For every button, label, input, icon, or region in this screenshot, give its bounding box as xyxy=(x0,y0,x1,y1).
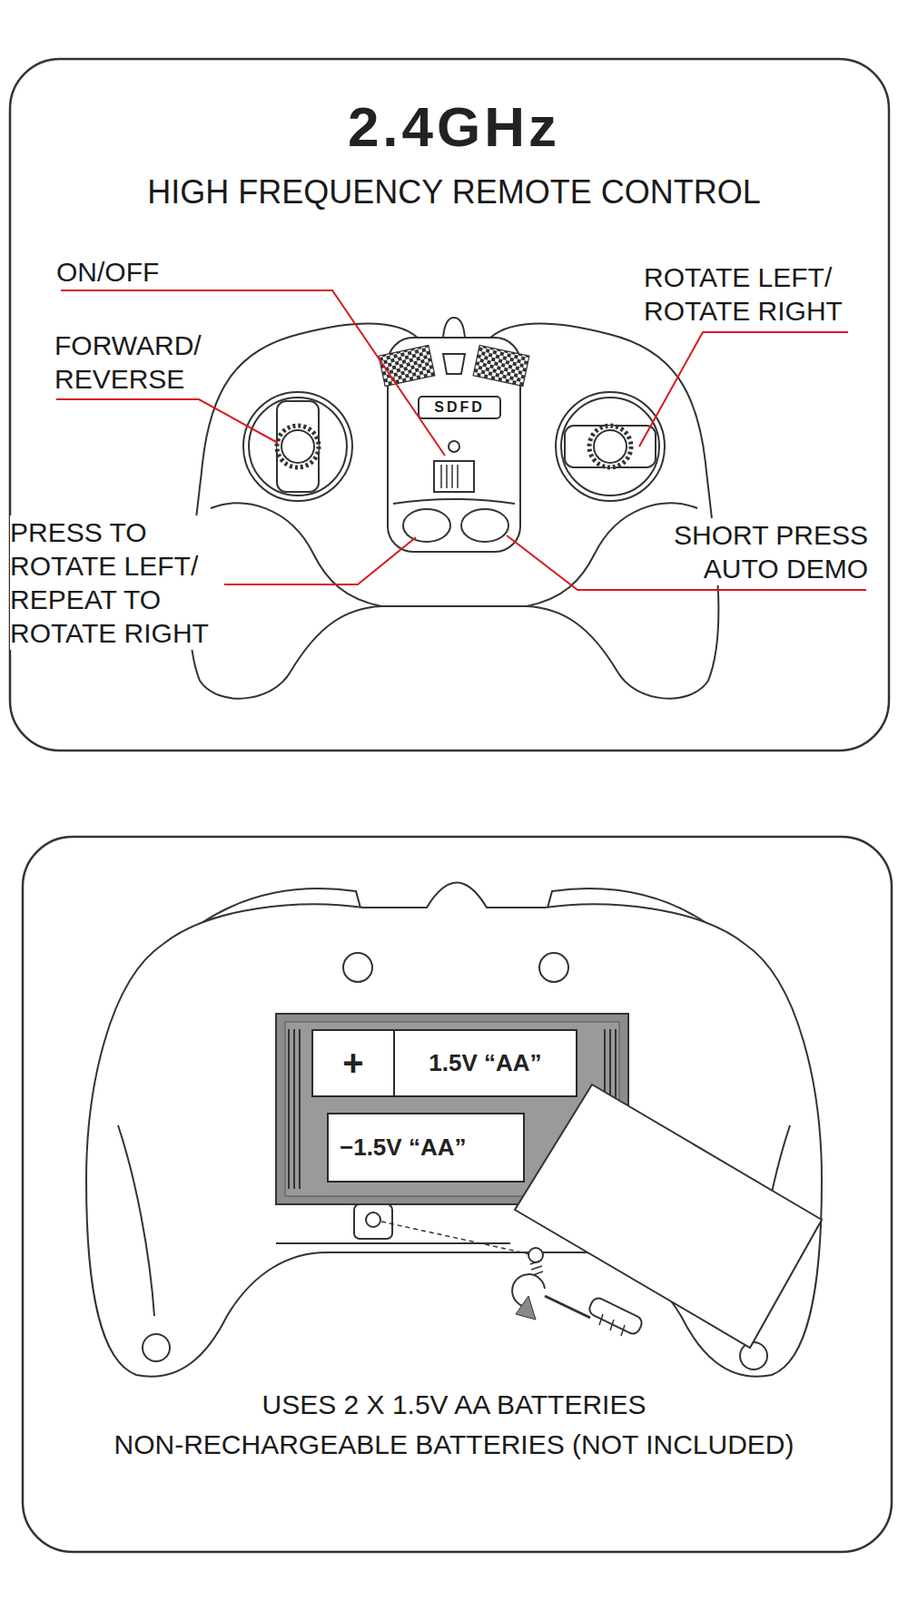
part-label: ROTATE LEFT/ ROTATE RIGHT xyxy=(643,260,862,328)
battery-note: USES 2 X 1.5V AA BATTERIES xyxy=(256,1387,652,1424)
flag xyxy=(473,345,530,387)
part-label: SHORT PRESS AUTO DEMO xyxy=(653,518,869,586)
spring-stroke xyxy=(287,1029,290,1190)
bottom-panel xyxy=(22,837,892,1553)
battery-label: 1.5V “AA” xyxy=(394,1031,576,1096)
screwdriver-grip xyxy=(599,1314,625,1337)
screw-tab-hole xyxy=(365,1213,381,1228)
screwdriver-shaft xyxy=(544,1296,591,1319)
screw-hole xyxy=(539,953,569,983)
power-led xyxy=(448,441,460,453)
button-well xyxy=(393,499,515,504)
brand-logo: SDFD xyxy=(418,397,501,418)
screw-hole xyxy=(343,953,373,983)
battery-lid xyxy=(514,1085,822,1349)
spring-stroke xyxy=(293,1029,296,1190)
right-stick-ring xyxy=(561,397,660,496)
part-label: ON/OFF xyxy=(56,255,238,289)
demo-button xyxy=(461,509,509,543)
on-off-switch xyxy=(434,461,474,493)
subtitle: HIGH FREQUENCY REMOTE CONTROL xyxy=(0,172,908,213)
grip-contour xyxy=(118,1125,155,1317)
battery-note: NON-RECHARGEABLE BATTERIES (NOT INCLUDED… xyxy=(108,1427,800,1464)
logo-plate xyxy=(418,396,501,419)
screw-hole xyxy=(740,1342,768,1371)
battery-cell: −1.5V “AA” xyxy=(326,1113,525,1184)
part-label: PRESS TO ROTATE LEFT/ REPEAT TO ROTATE R… xyxy=(9,515,225,651)
polarity-mark: + xyxy=(313,1031,395,1096)
screw-tab xyxy=(354,1204,393,1240)
left-stick-knob xyxy=(276,425,319,468)
left-stick-gate xyxy=(276,401,319,493)
title: 2.4GHz xyxy=(0,94,908,160)
battery-cell: +1.5V “AA” xyxy=(311,1029,578,1098)
right-stick-knob xyxy=(593,430,627,464)
right-stick-gate xyxy=(564,425,656,468)
left-stick-ring xyxy=(243,392,353,502)
grip-contour xyxy=(210,503,382,607)
left-stick-knob xyxy=(281,430,315,464)
right-stick-ring xyxy=(555,392,665,502)
seam-line xyxy=(276,1243,511,1245)
part-label: FORWARD/ REVERSE xyxy=(54,328,218,396)
controller-back xyxy=(86,883,822,1378)
screw-thread xyxy=(530,1261,543,1276)
battery-label: −1.5V “AA” xyxy=(328,1115,524,1182)
switch-ridges xyxy=(441,464,458,489)
leader-line xyxy=(639,332,849,447)
leader-line xyxy=(56,399,278,444)
right-stick-knob xyxy=(589,425,632,468)
back-body xyxy=(86,883,822,1378)
top-panel xyxy=(9,59,889,751)
screw-hole xyxy=(142,1334,170,1362)
antenna-nub xyxy=(443,317,465,338)
flag xyxy=(378,345,435,387)
controller-front xyxy=(189,317,720,700)
spring-stroke xyxy=(298,1029,301,1190)
left-stick-ring xyxy=(248,397,347,496)
screwdriver-handle xyxy=(587,1296,645,1337)
controller-body xyxy=(189,324,720,700)
rotate-button xyxy=(403,509,451,543)
screw-path xyxy=(381,1222,531,1255)
emblem xyxy=(443,354,465,375)
rotation-arrowhead xyxy=(515,1296,536,1321)
